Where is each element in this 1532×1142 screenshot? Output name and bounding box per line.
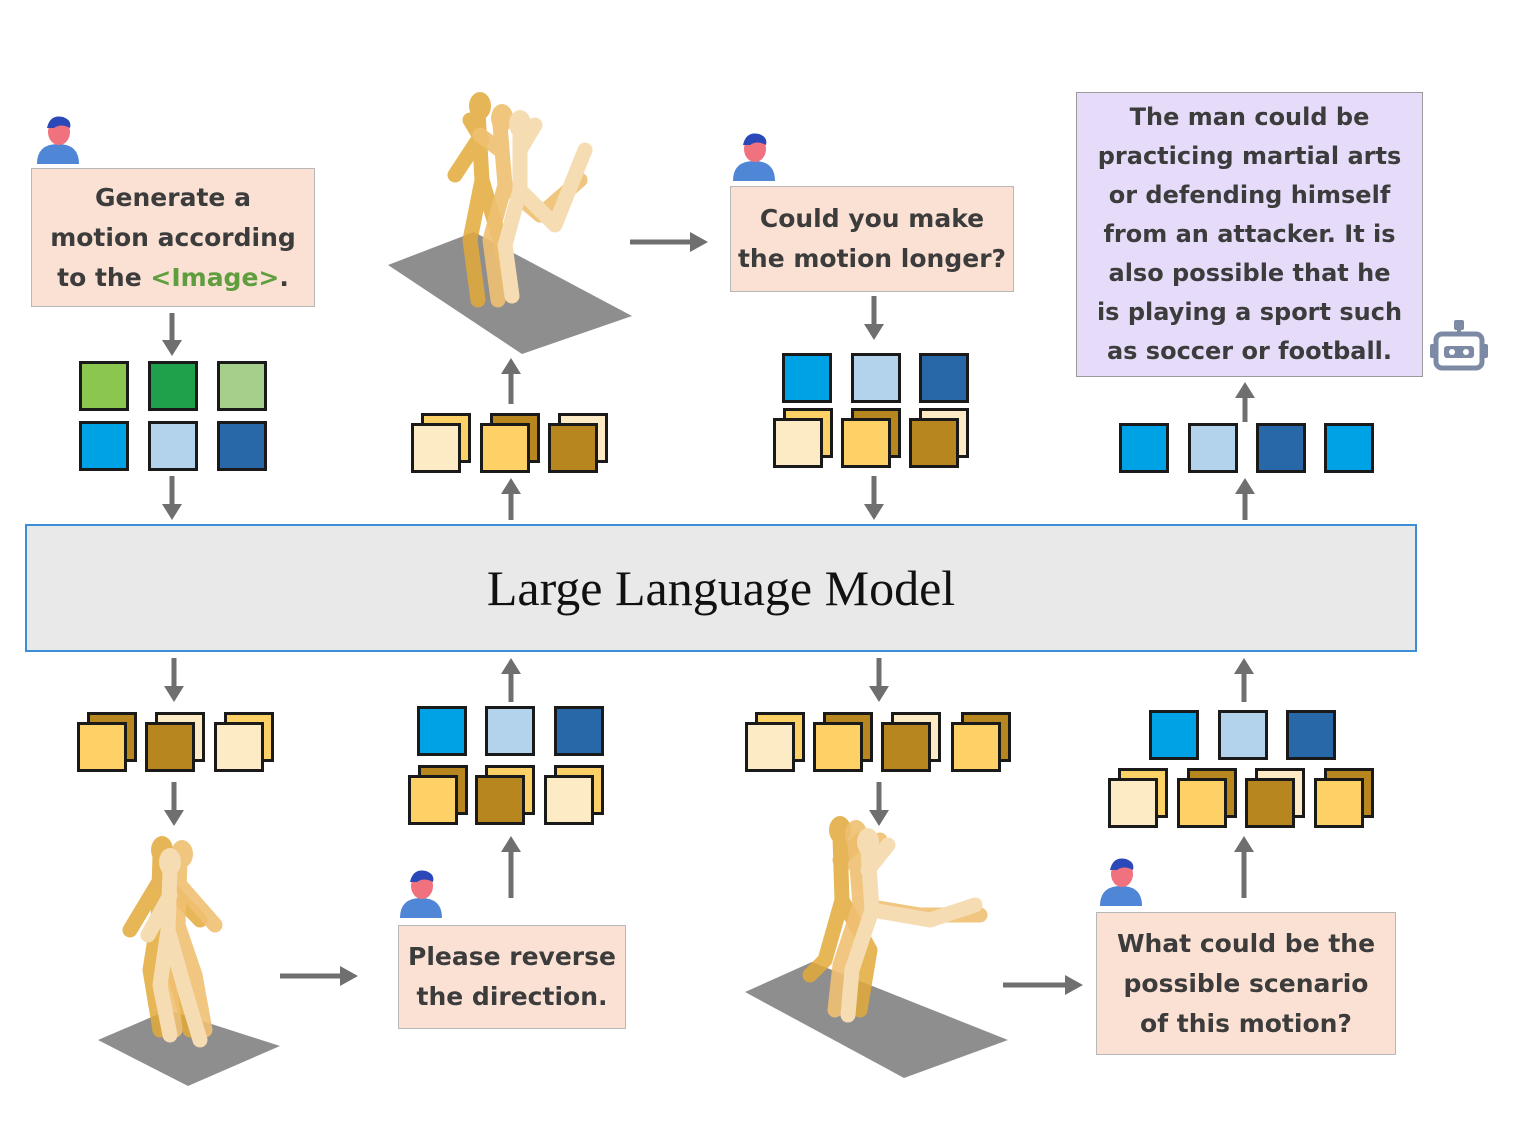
text-token: [851, 353, 901, 403]
user-avatar-icon: [400, 870, 442, 918]
motion-figure: [388, 92, 632, 354]
response-line: The man could be: [1129, 103, 1370, 131]
flow-arrow: [280, 966, 358, 986]
motion-token: [773, 418, 823, 468]
user-avatar-icon: [1100, 858, 1142, 906]
response-line: is playing a sport such: [1096, 298, 1403, 326]
flow-arrow: [162, 476, 182, 520]
text-token: [782, 353, 832, 403]
flow-arrow: [864, 476, 884, 520]
response-line: from an attacker. It is: [1103, 220, 1396, 248]
motion-token: [745, 722, 795, 772]
flow-arrow: [1235, 382, 1255, 422]
flow-arrow: [501, 836, 521, 898]
flow-arrow: [1234, 658, 1254, 702]
prompt-line: the motion longer?: [737, 244, 1007, 273]
prompt-line: possible scenario: [1123, 968, 1369, 998]
prompt-generate-motion: Generate a motion according to the <Imag…: [31, 168, 315, 307]
prompt-line: the direction.: [416, 982, 608, 1011]
prompt-line: What could be the: [1116, 928, 1376, 958]
text-token: [1149, 710, 1199, 760]
image-token: [148, 361, 198, 411]
text-token: [485, 706, 535, 756]
flow-arrow: [1234, 836, 1254, 898]
text-token: [554, 706, 604, 756]
motion-token: [544, 775, 594, 825]
flow-arrow: [164, 658, 184, 702]
image-placeholder-token: <Image>: [150, 262, 280, 292]
flow-arrow: [164, 782, 184, 826]
prompt-line: Could you make: [759, 204, 985, 233]
image-token: [79, 361, 129, 411]
prompt-text: .: [279, 262, 289, 292]
motion-token: [411, 423, 461, 473]
motion-token: [145, 722, 195, 772]
text-token: [1188, 423, 1238, 473]
text-token: [1256, 423, 1306, 473]
motion-token: [1108, 778, 1158, 828]
prompt-reverse-direction: Please reverse the direction.: [398, 925, 626, 1029]
motion-figure: [98, 836, 280, 1086]
text-token: [1286, 710, 1336, 760]
flow-arrow: [630, 232, 708, 252]
motion-token: [408, 775, 458, 825]
response-line: or defending himself: [1108, 181, 1391, 209]
flow-arrow: [869, 658, 889, 702]
motion-token: [1245, 778, 1295, 828]
flow-arrow: [1235, 478, 1255, 520]
text-token: [417, 706, 467, 756]
text-token: [1119, 423, 1169, 473]
flow-arrow: [501, 478, 521, 520]
robot-icon: [1430, 320, 1488, 371]
response-line: as soccer or football.: [1106, 337, 1393, 365]
motion-token: [1314, 778, 1364, 828]
motion-token: [909, 418, 959, 468]
image-token: [217, 361, 267, 411]
model-response-text: The man could be practicing martial arts…: [1076, 92, 1423, 377]
large-language-model-block: Large Language Model: [25, 524, 1417, 652]
motion-token: [841, 418, 891, 468]
flow-arrow: [864, 296, 884, 340]
response-line: also possible that he: [1108, 259, 1391, 287]
text-token: [217, 421, 267, 471]
motion-token: [77, 722, 127, 772]
prompt-line: Generate a: [95, 182, 251, 212]
motion-token: [214, 722, 264, 772]
motion-token: [1177, 778, 1227, 828]
flow-arrow: [1003, 975, 1083, 995]
motion-token: [480, 423, 530, 473]
prompt-make-longer: Could you make the motion longer?: [730, 186, 1014, 292]
motion-figure: [745, 816, 1008, 1078]
motion-token: [813, 722, 863, 772]
flow-arrow: [501, 658, 521, 702]
llm-label: Large Language Model: [486, 560, 956, 616]
text-token: [79, 421, 129, 471]
prompt-text: to the: [57, 262, 151, 292]
flow-arrow: [869, 782, 889, 826]
motion-token: [548, 423, 598, 473]
motion-token: [881, 722, 931, 772]
prompt-possible-scenario: What could be the possible scenario of t…: [1096, 912, 1396, 1055]
flow-arrow: [501, 358, 521, 404]
motion-token: [475, 775, 525, 825]
text-token: [1324, 423, 1374, 473]
user-avatar-icon: [733, 133, 775, 181]
prompt-line: motion according: [50, 222, 296, 252]
user-avatar-icon: [37, 116, 79, 164]
prompt-line: to the <Image>.: [57, 258, 289, 298]
motion-token: [951, 722, 1001, 772]
prompt-line: Please reverse: [408, 942, 616, 971]
text-token: [919, 353, 969, 403]
response-line: practicing martial arts: [1097, 142, 1402, 170]
text-token: [148, 421, 198, 471]
text-token: [1218, 710, 1268, 760]
prompt-line: of this motion?: [1140, 1008, 1352, 1038]
flow-arrow: [162, 313, 182, 356]
